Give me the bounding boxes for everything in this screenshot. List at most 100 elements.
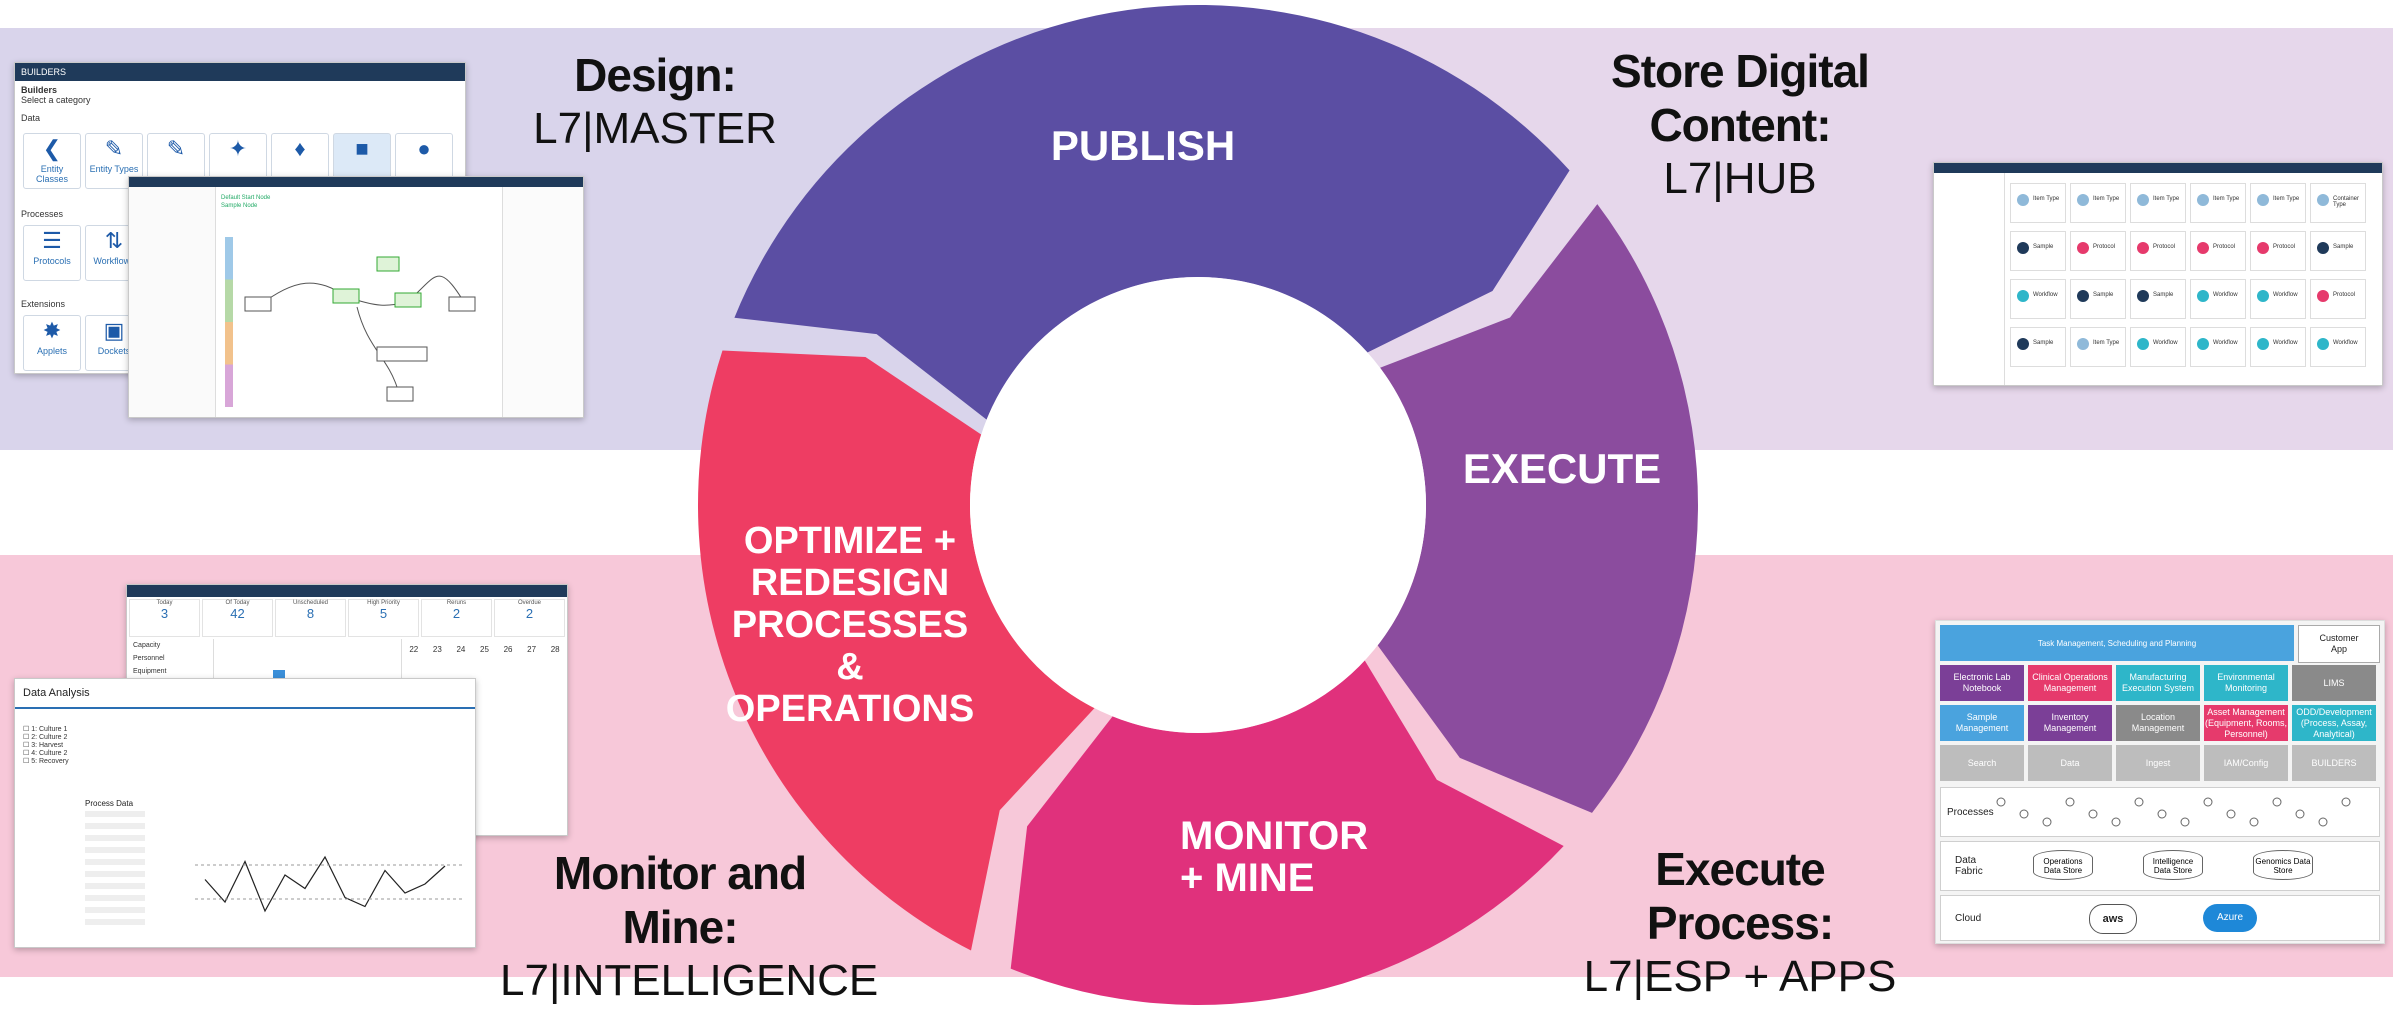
tile-entity-classes[interactable]: ❮Entity Classes [23,133,81,189]
week-day[interactable]: 24 [456,645,466,654]
workflow-start-node[interactable]: Default Start Node [221,195,271,201]
stat-label: High Priority [367,600,400,606]
intel-menu-item[interactable]: Personnel [133,655,165,662]
hub-card[interactable]: Item Type [2130,183,2186,223]
hub-card[interactable]: Sample [2310,231,2366,271]
hub-card-label: Item Type [2093,340,2120,346]
hub-card[interactable]: Sample [2010,231,2066,271]
hub-card-label: Sample [2153,292,2174,298]
hub-card[interactable]: Sample [2130,279,2186,319]
week-day[interactable]: 28 [550,645,560,654]
analysis-checkbox[interactable]: ☐ 1: Culture 1 [23,726,68,733]
caption-monitor-product: L7|INTELLIGENCE [500,956,879,1005]
tile-label: Entity Types [89,164,139,174]
hub-card-icon [2317,290,2329,302]
stat-label: Today [156,600,173,606]
week-day[interactable]: 22 [409,645,419,654]
tile-label: Entity Classes [35,164,68,184]
puzzle-icon: ✸ [42,318,62,343]
hub-card[interactable]: Protocol [2190,231,2246,271]
builders-title: BUILDERS [21,67,67,77]
hub-card[interactable]: Item Type [2070,327,2126,367]
caption-execute-heading: Execute Process [1646,843,1826,949]
hub-card[interactable]: Workflow [2130,327,2186,367]
builders-section-data: Data [21,113,41,123]
stat-label: Overdue [517,600,541,606]
monitor-arc [1010,660,1564,1006]
hub-card-label: Item Type [2153,196,2180,202]
docket-icon: ▣ [103,318,125,343]
hub-card[interactable]: Workflow [2190,279,2246,319]
hub-card[interactable]: Workflow [2010,279,2066,319]
hub-card[interactable]: Item Type [2250,183,2306,223]
week-day[interactable]: 27 [527,645,537,654]
stat-label: Reruns [446,600,467,606]
hub-card-icon [2257,338,2269,350]
hub-card[interactable]: Container Type [2310,183,2366,223]
tile-protocols[interactable]: ☰Protocols [23,225,81,281]
workflow-sample-node[interactable]: Sample Node [221,203,258,209]
data-analysis-title: Data Analysis [15,679,475,709]
hub-card-icon [2197,194,2209,206]
hub-card[interactable]: Protocol [2310,279,2366,319]
arch-block: Search [1940,745,2024,781]
hub-card[interactable]: Item Type [2190,183,2246,223]
hub-card-icon [2197,290,2209,302]
arch-processes-label: Processes [1947,806,1994,818]
hub-card[interactable]: Workflow [2250,279,2306,319]
hub-card-icon [2317,338,2329,350]
analysis-checkbox[interactable]: ☐ 3: Harvest [23,742,64,749]
intel-menu-item[interactable]: Capacity [133,642,161,649]
builders-section-processes: Processes [21,209,64,219]
hub-card-icon [2077,242,2089,254]
hub-card[interactable]: Workflow [2250,327,2306,367]
hub-card[interactable]: Protocol [2070,231,2126,271]
week-day[interactable]: 23 [432,645,442,654]
hub-card[interactable]: Sample [2070,279,2126,319]
hub-card[interactable]: Protocol [2130,231,2186,271]
intel-week-days: 22 23 24 25 26 27 28 [402,645,567,654]
hub-card[interactable]: Item Type [2010,183,2066,223]
hub-card[interactable]: Protocol [2250,231,2306,271]
builders-section-extensions: Extensions [21,299,66,309]
hub-card[interactable]: Item Type [2070,183,2126,223]
arch-block: Data [2028,745,2112,781]
week-day[interactable]: 25 [480,645,489,654]
label-monitor-line1: MONITOR [1180,814,1369,858]
analysis-checkbox[interactable]: ☐ 4: Culture 2 [23,750,68,757]
execute-arc [1377,204,1699,813]
process-step [2111,817,2121,827]
hub-card[interactable]: Sample [2010,327,2066,367]
intel-menu-item[interactable]: Equipment [133,668,167,675]
analysis-checkbox[interactable]: ☐ 5: Recovery [23,758,69,765]
tile-applets[interactable]: ✸Applets [23,315,81,371]
stat-value: 8 [306,606,315,621]
hub-card[interactable]: Workflow [2190,327,2246,367]
arch-cloud-label: Cloud [1955,912,1982,924]
stat-value: 42 [230,606,245,621]
week-day[interactable]: 26 [503,645,513,654]
label-optimize-line1: OPTIMIZE + [743,520,957,562]
hub-card-label: Workflow [2033,292,2058,298]
intel-titlebar [127,585,567,597]
label-monitor: MONITOR + MINE [1180,814,1369,899]
analysis-checkbox[interactable]: ☐ 2: Culture 2 [23,734,68,741]
hub-card-icon [2017,194,2029,206]
process-data-title: Process Data [85,799,134,808]
tile-label: Workflows [93,256,135,266]
hub-card-icon [2137,290,2149,302]
arch-cloud-lane: Cloud aws Azure [1940,895,2380,941]
process-step [2272,797,2282,807]
hub-card[interactable]: Workflow [2310,327,2366,367]
hub-card-label: Item Type [2093,196,2120,202]
publish-arc [734,5,1570,420]
